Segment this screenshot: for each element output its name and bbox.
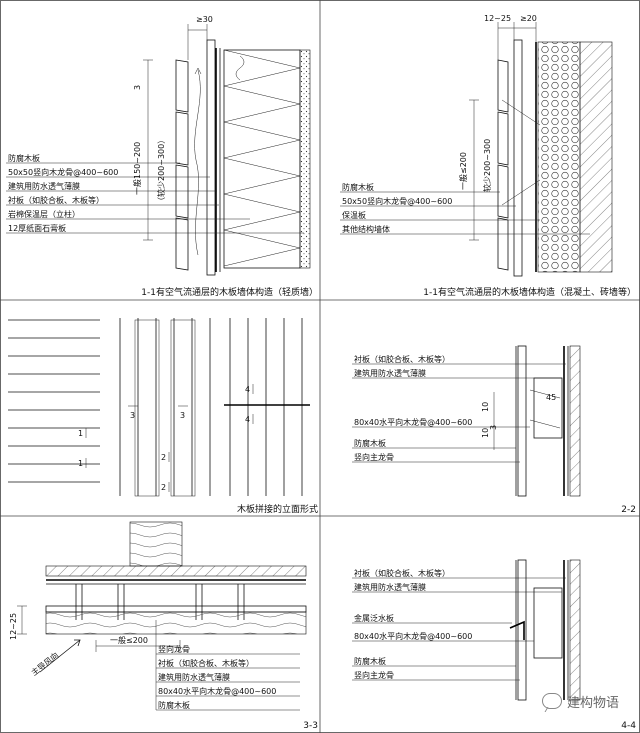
p2-label-4: 其他结构墙体	[342, 224, 390, 234]
p1-label-6: 12厚纸面石膏板	[8, 223, 66, 233]
p3-split-boards	[224, 318, 310, 496]
p2-dim-top-a: 12~25	[484, 14, 511, 23]
p6-label-5: 防腐木板	[354, 656, 386, 666]
p4-dim-2: 10	[481, 428, 490, 438]
panel-2-masonry-wall: 12~25 ≥20 一般≤200 较少200~300 防腐木板 50x50竖向木…	[340, 14, 636, 298]
p3-mark-1a: 1	[78, 429, 83, 438]
p5-dim-left: 12~25	[9, 613, 18, 640]
p5-label-1: 竖向龙骨	[158, 644, 190, 654]
p1-dim-top: ≥30	[196, 15, 213, 24]
p3-mark-2b: 2	[161, 483, 166, 492]
p3-mark-4a: 4	[245, 385, 250, 394]
p5-label-2: 衬板（如胶合板、木板等）	[158, 658, 254, 668]
p3-mark-2a: 2	[161, 453, 166, 462]
panel-6-section-4-4: 衬板（如胶合板、木板等） 建筑用防水透气薄膜 金属泛水板 80x40水平向木龙骨…	[352, 559, 636, 731]
p3-mark-3a: 3	[130, 411, 135, 420]
p4-label-5: 竖向主龙骨	[354, 452, 394, 462]
p4-dim-45: 45	[546, 393, 556, 402]
p3-mark-1b: 1	[78, 459, 83, 468]
panel-5-section-3-3: 12~25 一般≤200 主导风向 竖向龙骨 衬板（如胶合板、木板等） 建筑用防…	[9, 521, 318, 731]
panel-1-lightweight-wall: ≥30 3 一般150~200 （较少200~300） 防腐木板 50x50竖向…	[6, 15, 318, 298]
p6-label-6: 竖向主龙骨	[354, 670, 394, 680]
p6-caption: 4-4	[621, 721, 636, 731]
p4-label-2: 建筑用防水透气薄膜	[354, 368, 426, 378]
panel-4-section-2-2: 45 10 10 3 衬板（如胶合板、木板等） 建筑用防水透气薄膜 80x40水…	[352, 345, 636, 515]
p5-label-4: 80x40水平向木龙骨@400~600	[158, 686, 276, 696]
p6-label-4: 80x40水平向木龙骨@400~600	[354, 631, 472, 641]
p4-label-1: 衬板（如胶合板、木板等）	[354, 354, 450, 364]
p1-label-4: 衬板（如胶合板、木板等）	[8, 195, 104, 205]
watermark-text: 建构物语	[567, 695, 620, 711]
p4-label-3: 80x40水平向木龙骨@400~600	[354, 417, 472, 427]
p5-dim-gap: 一般≤200	[110, 635, 148, 645]
p2-label-3: 保温板	[342, 210, 366, 220]
p4-dim-1: 10	[481, 402, 490, 412]
chat-bubble-icon	[542, 693, 562, 709]
panel-3-board-elevations: 1 1 3 2 3 2 4	[8, 318, 318, 515]
p4-label-4: 防腐木板	[354, 438, 386, 448]
p2-dim-vertical-b: 较少200~300	[482, 139, 492, 192]
p3-mark-3b: 3	[180, 411, 185, 420]
p1-label-5: 岩棉保温层（立柱）	[8, 209, 80, 219]
p2-dim-vertical-a: 一般≤200	[458, 152, 468, 190]
p4-dim-3: 3	[489, 425, 498, 430]
p4-caption: 2-2	[621, 505, 636, 515]
p2-caption: 1-1有空气流通层的木板墙体构造（混凝土、砖墙等）	[423, 286, 636, 298]
p1-dim-vertical-b: （较少200~300）	[156, 136, 166, 205]
p6-label-1: 衬板（如胶合板、木板等）	[354, 568, 450, 578]
p5-label-5: 防腐木板	[158, 700, 190, 710]
p3-mark-4b: 4	[245, 415, 250, 424]
p3-caption: 木板拼接的立面形式	[237, 503, 318, 515]
p2-label-2: 50x50竖向木龙骨@400~600	[342, 196, 452, 206]
p1-label-2: 50x50竖向木龙骨@400~600	[8, 167, 118, 177]
p1-dim-small: 3	[133, 85, 142, 90]
watermark: 建构物语	[542, 690, 636, 712]
p5-label-3: 建筑用防水透气薄膜	[158, 672, 230, 682]
p3-horizontal-boards	[8, 319, 100, 483]
p2-dim-top-b: ≥20	[520, 14, 537, 23]
p6-label-3: 金属泛水板	[354, 613, 394, 623]
p1-label-1: 防腐木板	[8, 153, 40, 163]
p5-caption: 3-3	[303, 721, 318, 731]
p2-label-1: 防腐木板	[342, 182, 374, 192]
p6-label-2: 建筑用防水透气薄膜	[354, 582, 426, 592]
p1-caption: 1-1有空气流通层的木板墙体构造（轻质墙）	[141, 286, 318, 298]
p1-label-3: 建筑用防水透气薄膜	[8, 181, 80, 191]
p5-wind-label: 主导风向	[29, 650, 60, 678]
p1-dim-vertical-a: 一般150~200	[132, 142, 142, 195]
p3-vertical-boards	[119, 318, 211, 496]
